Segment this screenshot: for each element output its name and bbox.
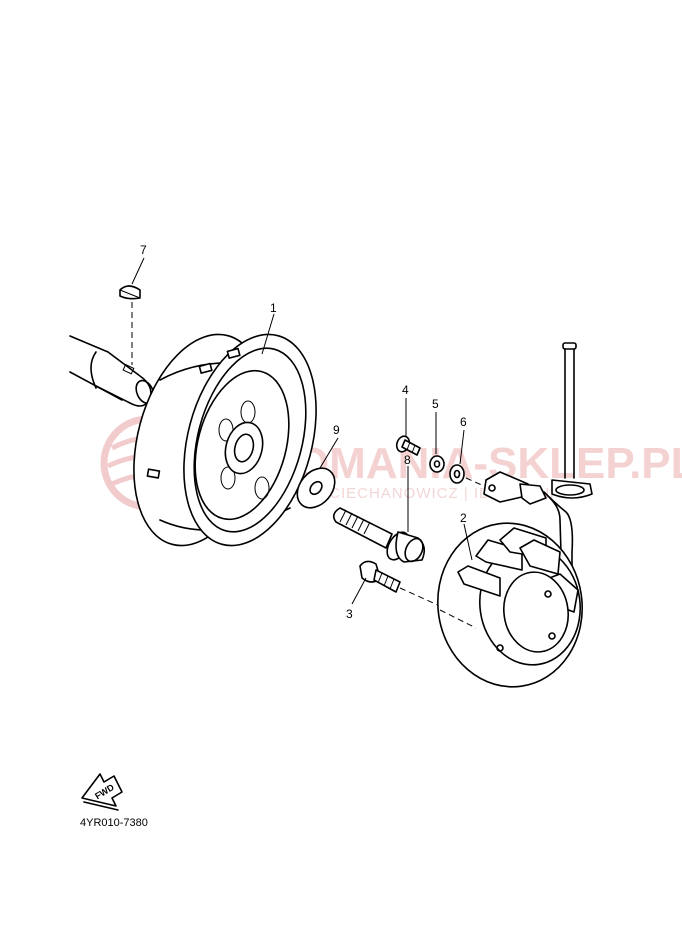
flywheel-bolt [332,507,426,563]
part-number-4: 4 [402,383,409,397]
diagram-code: 4YR010-7380 [80,817,148,829]
lead-wire [543,342,593,587]
pickup-washer [449,464,465,484]
pickup-coil [483,471,547,505]
stator-assembly [436,522,584,688]
woodruff-key [119,285,141,300]
reference-labels: 1 2 3 4 5 6 7 8 9 [131,243,473,621]
part-number-8: 8 [404,453,411,467]
part-number-5: 5 [432,397,439,411]
pickup-screw [395,435,421,456]
part-number-6: 6 [460,415,467,429]
flywheel-rotor [133,333,317,547]
part-number-2: 2 [460,511,467,525]
stator-bolt [359,560,441,607]
part-number-3: 3 [346,607,353,621]
washer [296,467,336,509]
fwd-arrow-icon: FWD [81,773,123,811]
part-number-9: 9 [333,423,340,437]
pickup-washer-small [429,455,445,473]
part-number-1: 1 [270,301,277,315]
part-number-7: 7 [140,243,147,257]
